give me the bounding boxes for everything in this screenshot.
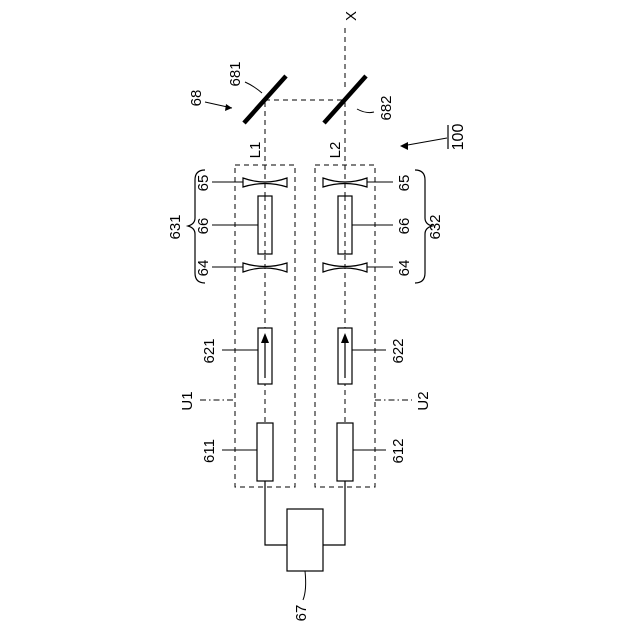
- label-64-right: 64: [396, 260, 413, 277]
- label-632: 632: [427, 214, 444, 239]
- label-631: 631: [167, 214, 184, 239]
- leader-67: [303, 571, 306, 600]
- label-u1: U1: [179, 391, 196, 410]
- label-67: 67: [293, 605, 310, 622]
- leader-681: [245, 82, 262, 93]
- label-100: 100: [450, 124, 467, 151]
- label-66-left: 66: [195, 218, 212, 235]
- leader-682: [357, 109, 374, 113]
- leader-100: [402, 138, 447, 146]
- label-68: 68: [188, 90, 205, 107]
- controller-67: [287, 509, 323, 571]
- label-682: 682: [378, 95, 395, 120]
- label-65-right: 65: [396, 175, 413, 192]
- label-65-left: 65: [195, 175, 212, 192]
- label-l1: L1: [247, 142, 264, 159]
- axis-x-label: X: [343, 11, 360, 21]
- wire-611-to-67: [265, 481, 287, 545]
- label-l2: L2: [327, 142, 344, 159]
- label-681: 681: [227, 61, 244, 86]
- label-621: 621: [201, 338, 218, 363]
- label-622: 622: [390, 338, 407, 363]
- label-612: 612: [390, 438, 407, 463]
- label-64-left: 64: [195, 260, 212, 277]
- source-611: [257, 423, 273, 481]
- leader-68-arrow: [225, 104, 232, 111]
- leader-100-arrow: [400, 142, 408, 150]
- wire-612-to-67: [323, 481, 345, 545]
- source-612: [337, 423, 353, 481]
- label-611: 611: [201, 439, 218, 463]
- label-66-right: 66: [396, 218, 413, 235]
- label-u2: U2: [415, 391, 432, 410]
